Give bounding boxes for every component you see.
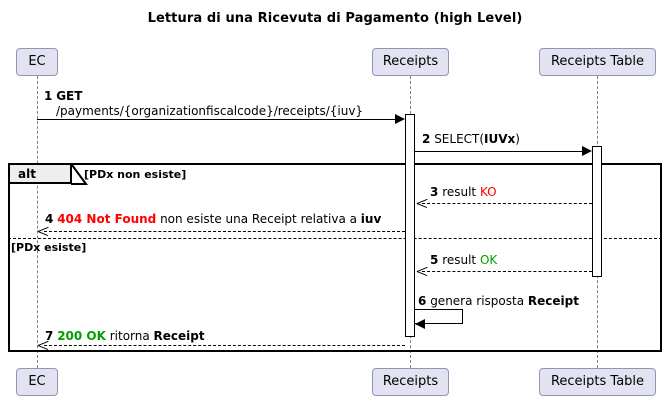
message-2-arrow-head <box>582 146 592 156</box>
message-1-line2: /payments/{organizationfiscalcode}/recei… <box>56 104 364 118</box>
page-title: Lettura di una Ricevuta di Pagamento (hi… <box>147 11 523 26</box>
message-1-number: 1 <box>44 89 53 103</box>
message-6-number: 6 <box>418 294 427 308</box>
message-5-arrow-line <box>422 271 592 272</box>
participant-receipts-table-bottom[interactable]: Receipts Table <box>539 368 656 396</box>
message-2-text: SELECT( <box>434 132 485 146</box>
message-7-text-bold: Receipt <box>153 329 205 343</box>
alt-fragment-frame <box>8 163 662 352</box>
message-1-arrow-line <box>37 119 395 120</box>
message-4-number: 4 <box>45 212 54 226</box>
message-2-number: 2 <box>422 132 431 146</box>
message-1-label: 1 GET /payments/{organizationfiscalcode}… <box>44 89 363 118</box>
participant-receipts-top[interactable]: Receipts <box>372 48 449 76</box>
message-3-text: result <box>442 185 480 199</box>
participant-receipts-bottom[interactable]: Receipts <box>372 368 449 396</box>
message-4-arrow-line <box>44 231 405 232</box>
message-4-text-bold: iuv <box>360 212 382 226</box>
alt-guard-2: [PDx esiste] <box>11 241 87 254</box>
message-3-label: 3 result KO <box>430 185 497 199</box>
message-5-text: result <box>442 253 480 267</box>
activation-bar-receipts <box>405 114 415 337</box>
alt-guard-1: [PDx non esiste] <box>84 168 187 181</box>
message-7-number: 7 <box>45 329 54 343</box>
alt-fragment-tab-corner-edge <box>71 164 88 185</box>
message-5-label: 5 result OK <box>430 253 497 267</box>
message-4-label: 4 404 Not Found non esiste una Receipt r… <box>45 212 381 226</box>
activation-bar-receipts-table <box>592 146 602 277</box>
message-7-label: 7 200 OK ritorna Receipt <box>45 329 205 343</box>
participant-ec-bottom[interactable]: EC <box>16 368 58 396</box>
alt-fragment-divider <box>8 238 662 239</box>
message-7-arrow-line <box>44 345 405 346</box>
alt-tab-diagonal-icon <box>71 164 88 185</box>
message-2-arrow-line <box>415 151 582 152</box>
message-7-status: 200 OK <box>57 329 106 343</box>
message-2-text-tail: ) <box>515 132 520 146</box>
message-6-label: 6 genera risposta Receipt <box>418 294 579 308</box>
lifeline-ec <box>37 76 38 368</box>
message-1-arrow-head <box>395 114 405 124</box>
message-4-status: 404 Not Found <box>57 212 157 226</box>
message-4-text: non esiste una Receipt relativa a <box>156 212 361 226</box>
message-3-arrow-line <box>422 203 592 204</box>
participant-receipts-table-top[interactable]: Receipts Table <box>539 48 656 76</box>
message-2-text-bold: IUVx <box>484 132 516 146</box>
message-3-number: 3 <box>430 185 439 199</box>
message-6-self-loop <box>415 309 463 324</box>
message-3-status: KO <box>479 185 497 199</box>
message-7-text: ritorna <box>105 329 154 343</box>
message-2-label: 2 SELECT(IUVx) <box>422 132 520 146</box>
message-6-arrow-head <box>415 319 425 329</box>
alt-fragment-operator: alt <box>10 165 72 184</box>
message-6-text: genera risposta <box>430 294 528 308</box>
message-5-status: OK <box>479 253 498 267</box>
participant-ec-top[interactable]: EC <box>16 48 58 76</box>
message-1-line1: GET <box>56 89 83 103</box>
message-6-text-bold: Receipt <box>527 294 579 308</box>
message-5-number: 5 <box>430 253 439 267</box>
